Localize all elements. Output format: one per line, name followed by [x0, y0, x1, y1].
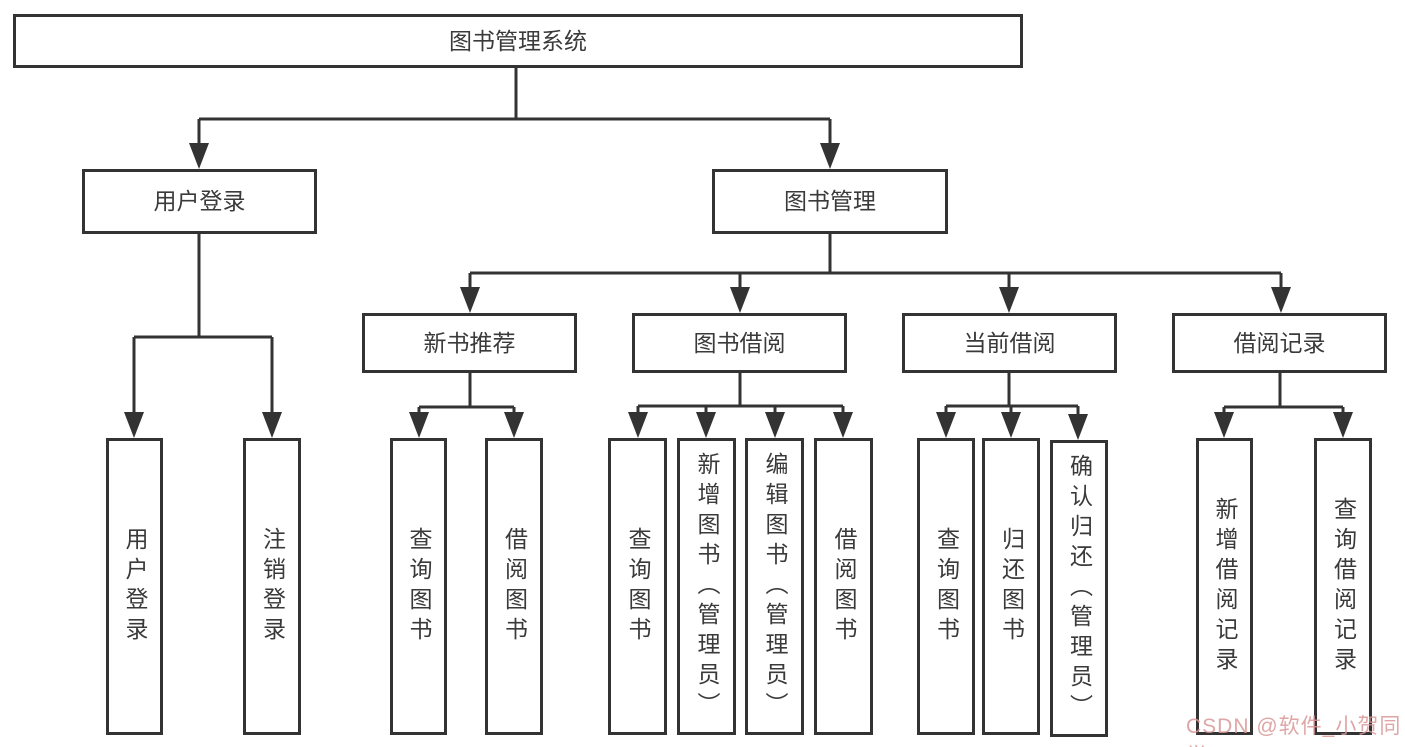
- leaf-add-books-admin: 新增图书（管理员）: [677, 438, 736, 735]
- arrowhead-icon: [628, 412, 648, 438]
- node-root: 图书管理系统: [13, 14, 1023, 68]
- connector-book-borrowing-children: [628, 373, 853, 438]
- connector-book-management-children: [460, 234, 1291, 313]
- leaf-label: 归还图书: [998, 526, 1025, 647]
- arrowhead-icon: [1001, 412, 1021, 438]
- node-label: 当前借阅: [963, 329, 1056, 356]
- leaf-query-books-recommend: 查询图书: [390, 438, 447, 735]
- leaf-logout: 注销登录: [243, 438, 301, 735]
- connector-borrowing-records-children: [1214, 373, 1353, 438]
- leaf-edit-books-admin: 编辑图书（管理员）: [745, 438, 804, 735]
- node-current-borrowing: 当前借阅: [902, 313, 1117, 373]
- leaf-return-books: 归还图书: [982, 438, 1040, 735]
- arrowhead-icon: [999, 287, 1019, 313]
- leaf-add-borrow-record: 新增借阅记录: [1196, 438, 1253, 735]
- node-root-label: 图书管理系统: [449, 27, 587, 54]
- leaf-label: 查询图书: [406, 526, 432, 647]
- leaf-label: 用户登录: [122, 526, 148, 647]
- arrowhead-icon: [1271, 287, 1291, 313]
- node-book-management: 图书管理: [712, 169, 948, 234]
- node-book-management-label: 图书管理: [784, 188, 876, 214]
- node-label: 借阅记录: [1233, 329, 1326, 356]
- connector-root-to-level2: [189, 68, 840, 169]
- leaf-label: 编辑图书（管理员）: [762, 451, 788, 722]
- arrowhead-icon: [262, 412, 282, 438]
- node-user-login-label: 用户登录: [153, 188, 246, 214]
- node-label: 新书推荐: [423, 329, 516, 356]
- arrowhead-icon: [730, 287, 750, 313]
- arrowhead-icon: [460, 287, 480, 313]
- leaf-query-books-current: 查询图书: [917, 438, 975, 735]
- leaf-query-borrow-record: 查询借阅记录: [1314, 438, 1372, 735]
- arrowhead-icon: [765, 412, 785, 438]
- arrowhead-icon: [696, 412, 716, 438]
- arrowhead-icon: [1333, 412, 1353, 438]
- node-new-book-recommendation: 新书推荐: [362, 313, 577, 373]
- watermark: CSDN @软件_小贺同学: [1186, 715, 1402, 747]
- arrowhead-icon: [936, 412, 956, 438]
- connector-current-borrowing-children: [936, 373, 1088, 440]
- leaf-label: 注销登录: [259, 526, 286, 647]
- arrowhead-icon: [409, 412, 429, 438]
- node-label: 图书借阅: [693, 329, 786, 356]
- node-book-borrowing: 图书借阅: [632, 313, 847, 373]
- connector-new-book-children: [409, 373, 524, 438]
- arrowhead-icon: [833, 412, 853, 438]
- leaf-label: 查询图书: [625, 526, 651, 647]
- leaf-label: 新增图书（管理员）: [694, 451, 720, 722]
- arrowhead-icon: [124, 412, 144, 438]
- leaf-confirm-return-admin: 确认归还（管理员）: [1050, 440, 1108, 737]
- arrowhead-icon: [1068, 414, 1088, 440]
- connector-user-login-children: [124, 234, 282, 438]
- leaf-user-login: 用户登录: [106, 438, 163, 735]
- leaf-label: 新增借阅记录: [1212, 496, 1238, 677]
- leaf-label: 借阅图书: [831, 526, 857, 647]
- arrowhead-icon: [189, 143, 209, 169]
- leaf-label: 查询借阅记录: [1330, 496, 1357, 677]
- leaf-query-books-borrowing: 查询图书: [608, 438, 667, 735]
- leaf-label: 确认归还（管理员）: [1066, 453, 1093, 724]
- arrowhead-icon: [1214, 412, 1234, 438]
- leaf-borrow-books-borrowing: 借阅图书: [814, 438, 873, 735]
- leaf-label: 借阅图书: [501, 526, 528, 647]
- node-user-login: 用户登录: [82, 169, 317, 234]
- arrowhead-icon: [504, 412, 524, 438]
- leaf-borrow-books-recommend: 借阅图书: [485, 438, 543, 735]
- node-borrowing-records: 借阅记录: [1172, 313, 1387, 373]
- leaf-label: 查询图书: [933, 526, 960, 647]
- arrowhead-icon: [820, 143, 840, 169]
